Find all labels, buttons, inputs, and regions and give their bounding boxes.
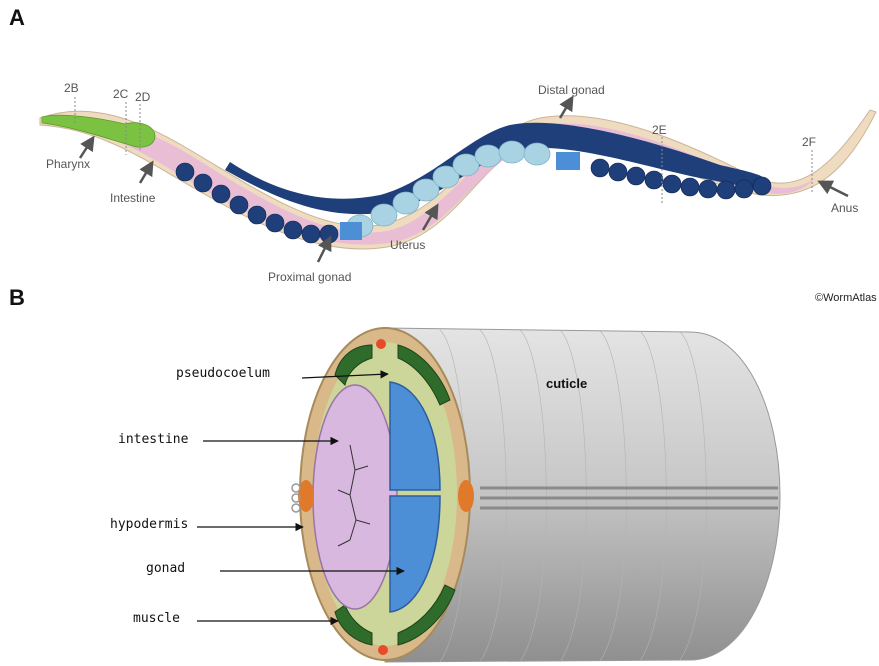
label-muscle: muscle <box>133 611 180 626</box>
intestine <box>313 385 397 609</box>
label-cuticle: cuticle <box>546 376 587 391</box>
label-pseudocoelum: pseudocoelum <box>176 366 270 381</box>
label-gonad: gonad <box>146 561 185 576</box>
label-hypodermis: hypodermis <box>110 517 188 532</box>
label-intestine-b: intestine <box>118 432 188 447</box>
